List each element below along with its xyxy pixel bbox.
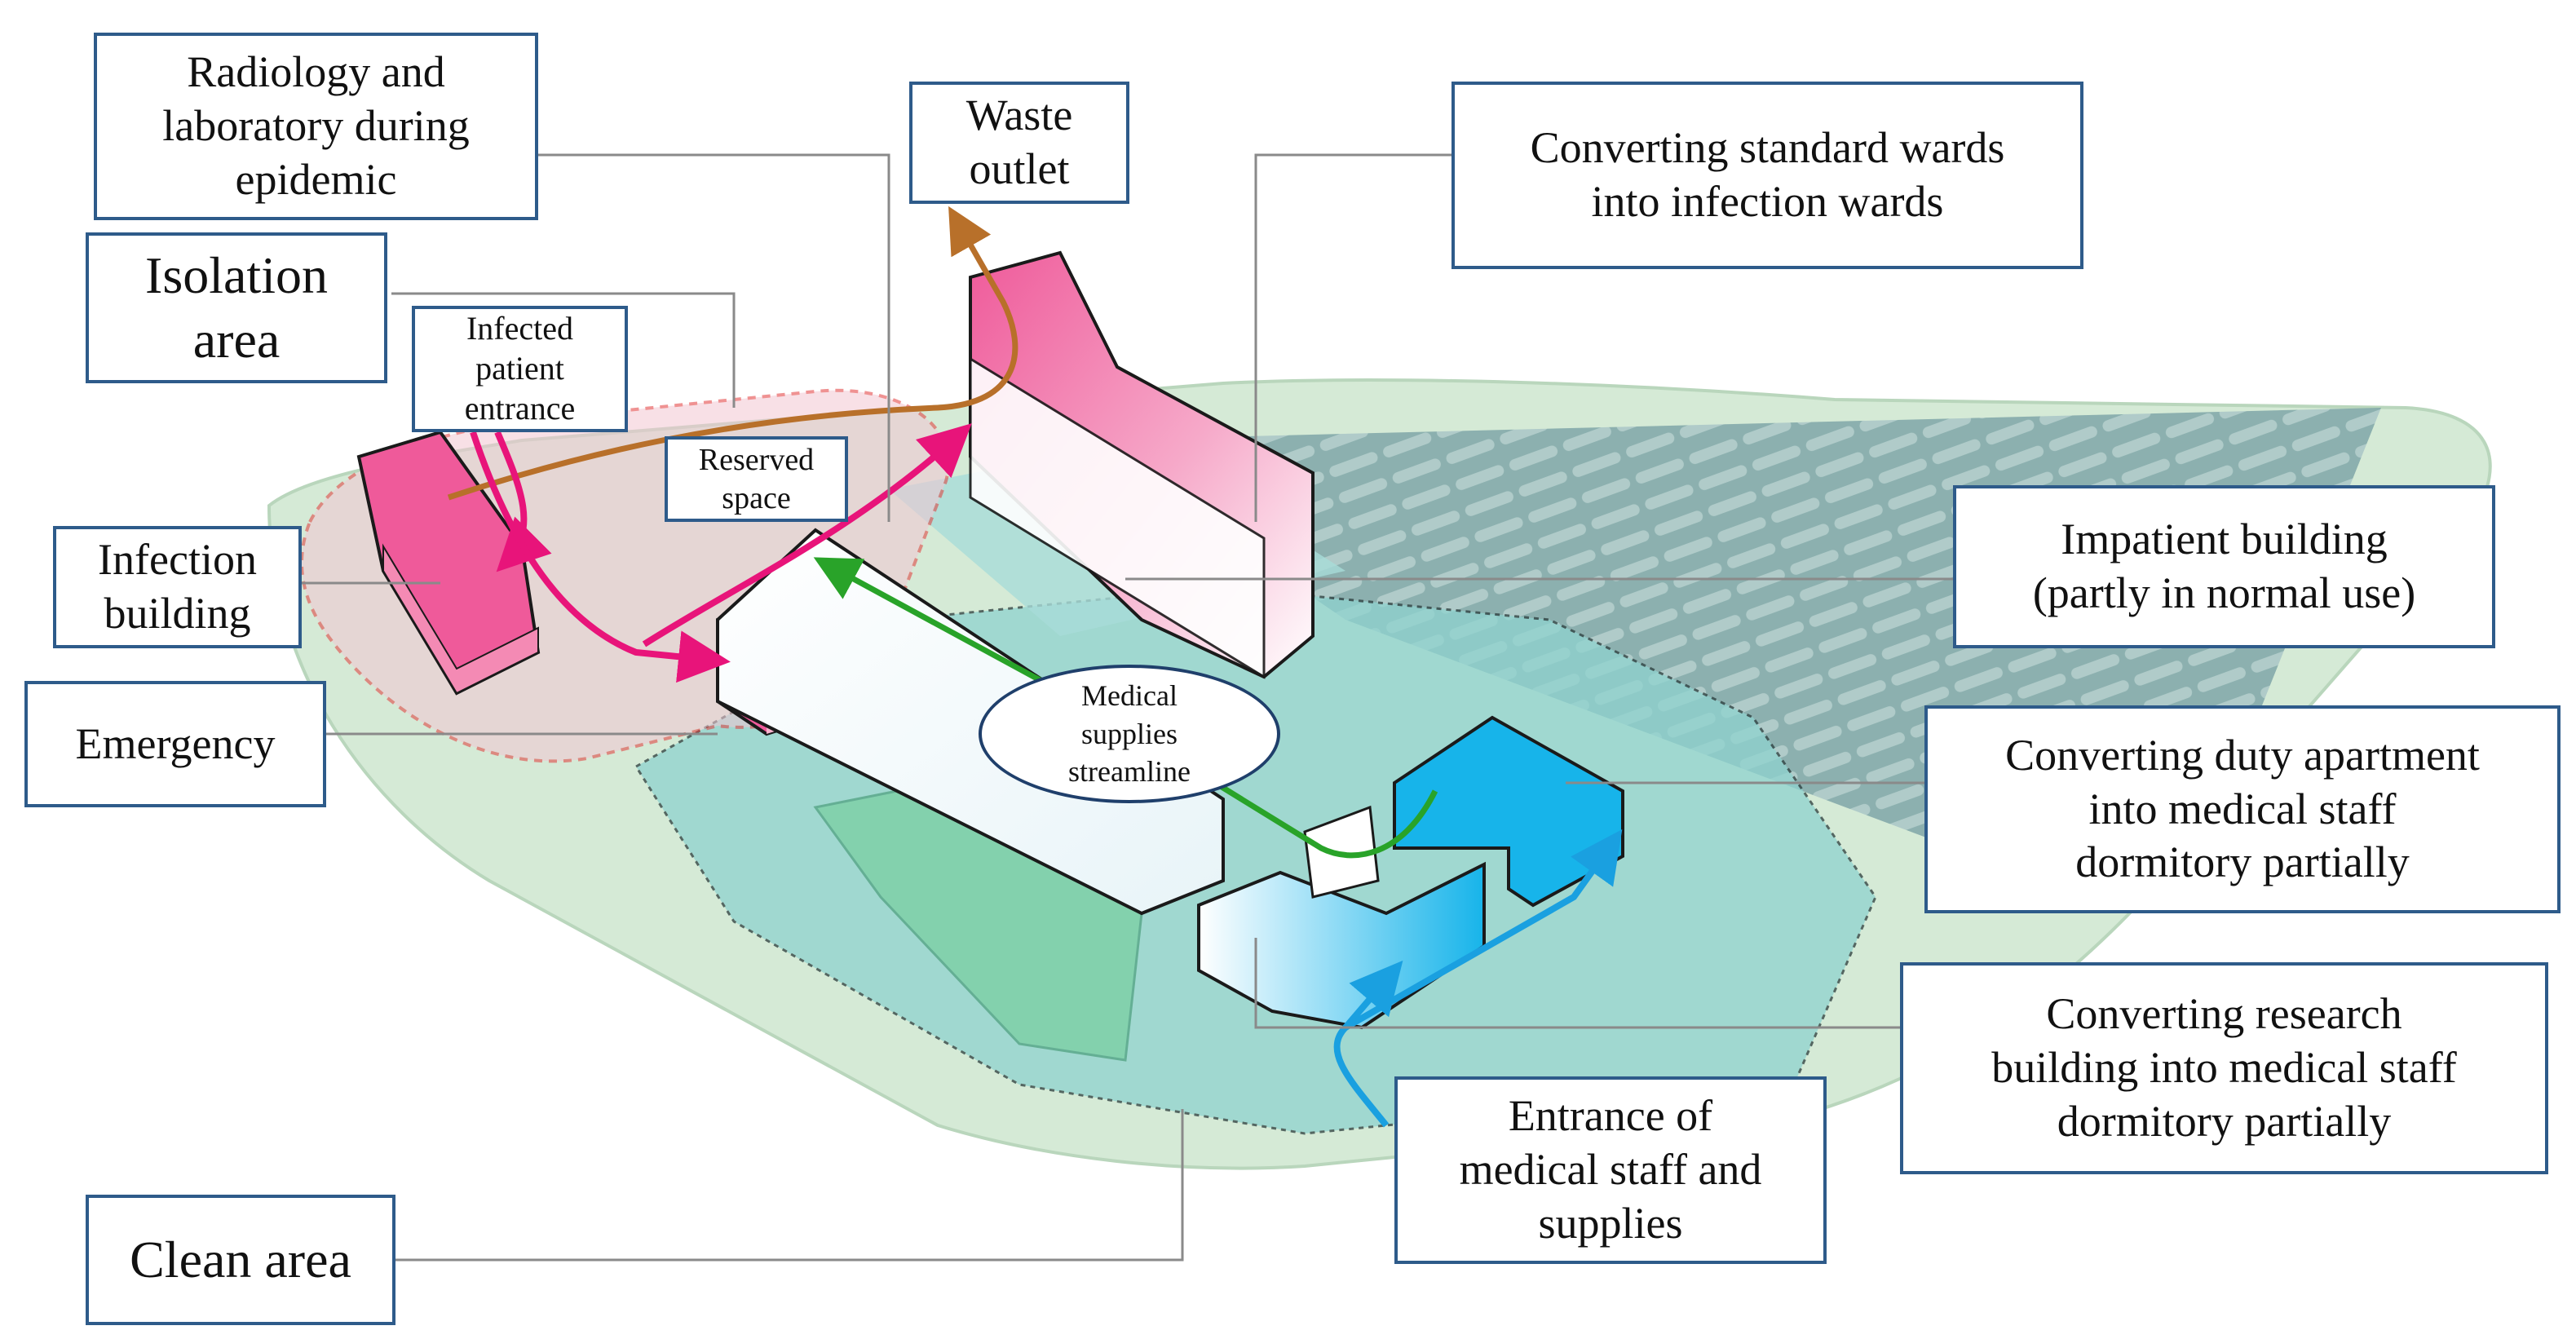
infected-patient-entrance-label: Infected patient entrance [412, 306, 628, 432]
inpatient-building-label: Impatient building (partly in normal use… [1953, 485, 2495, 648]
reserved-space-text: Reserved space [698, 443, 815, 515]
converting-research-building-label: Converting research building into medica… [1900, 962, 2548, 1174]
converting-duty-apartment-label: Converting duty apartment into medical s… [1924, 705, 2561, 913]
infected-patient-entrance-text: Infected patient entrance [464, 310, 576, 426]
leader-lines [302, 153, 1957, 1262]
entrance-medical-staff-label: Entrance of medical staff and supplies [1394, 1076, 1827, 1264]
clean-area-text: Clean area [130, 1230, 351, 1288]
medical-supplies-streamline-text: Medical supplies streamline [1068, 678, 1191, 789]
radiology-text: Radiology and laboratory during epidemic [162, 47, 470, 204]
emergency-text: Emergency [75, 718, 276, 768]
converting-research-building-text: Converting research building into medica… [1991, 989, 2457, 1146]
waste-outlet-text: Waste outlet [965, 91, 1073, 193]
central-block [716, 528, 1225, 916]
isolation-area-text: Isolation area [145, 246, 328, 369]
converting-standard-wards-label: Converting standard wards into infection… [1451, 82, 2083, 269]
patient-flow-arrow [470, 423, 972, 683]
emergency-label: Emergency [24, 681, 326, 807]
clean-area-label: Clean area [86, 1195, 395, 1325]
converting-duty-apartment-text: Converting duty apartment into medical s… [2005, 730, 2480, 887]
radiology-label: Radiology and laboratory during epidemic [94, 33, 538, 220]
entrance-medical-staff-text: Entrance of medical staff and supplies [1459, 1091, 1762, 1248]
staff-flow-arrow [1333, 829, 1623, 1128]
infection-building-label: Infection building [53, 526, 302, 648]
infection-building [356, 430, 541, 696]
infection-building-text: Infection building [98, 535, 257, 638]
inpatient-building-text: Impatient building (partly in normal use… [2032, 515, 2416, 617]
waste-flow-arrow [447, 205, 1018, 501]
converting-standard-wards-text: Converting standard wards into infection… [1530, 123, 2005, 226]
reserved-space-label: Reserved space [665, 436, 848, 522]
supplies-flow-arrow [813, 557, 1438, 859]
isolation-area-label: Isolation area [86, 232, 387, 383]
medical-supplies-streamline-label: Medical supplies streamline [979, 665, 1280, 803]
duty-apartment-building [1393, 715, 1624, 908]
waste-outlet-label: Waste outlet [909, 82, 1129, 204]
